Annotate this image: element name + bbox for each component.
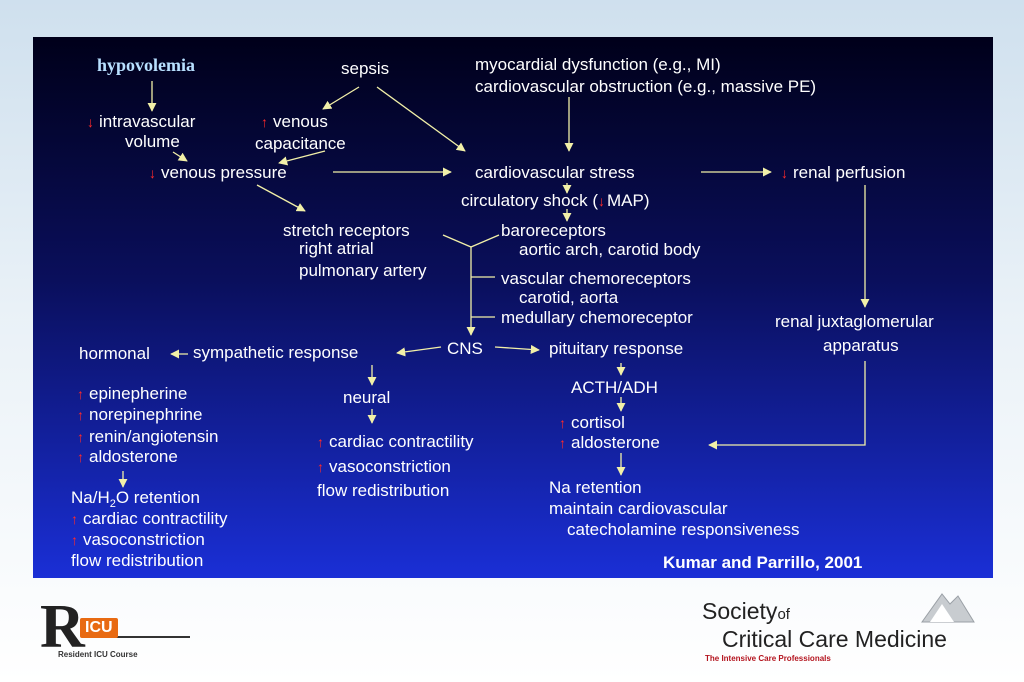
sccm-tagline: The Intensive Care Professionals <box>705 654 831 663</box>
venous-capacitance-label: ↑venous <box>261 112 328 131</box>
ricu-logo: R ICU Resident ICU Course <box>40 593 190 662</box>
arrow-intra-vp <box>172 151 188 162</box>
down-arrow-icon: ↓ <box>781 165 788 181</box>
down-arrow-icon: ↓ <box>149 165 156 181</box>
aldosterone-pituitary-label: ↑aldosterone <box>559 433 660 452</box>
na-retention-label: Na retention <box>549 478 642 497</box>
sepsis-label: sepsis <box>341 59 390 78</box>
up-arrow-icon: ↑ <box>71 532 78 548</box>
ricu-course-label: Resident ICU Course <box>58 650 138 659</box>
acth-adh-label: ACTH/ADH <box>571 378 658 397</box>
cortisol-label: ↑cortisol <box>559 413 625 432</box>
cardiac-contractility-neural-label: ↑cardiac contractility <box>317 432 474 451</box>
renal-perfusion-label: ↓renal perfusion <box>781 163 906 182</box>
carotid-aorta-label: carotid, aorta <box>519 288 619 307</box>
epinepherine-label: ↑epinepherine <box>77 384 188 403</box>
arrow-cns-pituitary <box>494 344 540 354</box>
down-arrow-icon: ↓ <box>87 114 94 130</box>
up-arrow-icon: ↑ <box>77 449 84 465</box>
up-arrow-icon: ↑ <box>261 114 268 130</box>
apparatus-label: apparatus <box>823 336 899 355</box>
vasoconstriction-neural-label: ↑vasoconstriction <box>317 457 451 476</box>
na-h2o-retention-label: Na/H2O retention <box>71 488 200 510</box>
sccm-society-label: Societyof <box>702 598 790 624</box>
intravascular-volume-label-2: volume <box>125 132 180 151</box>
arrow-jg-aldosterone <box>708 361 866 450</box>
flow-redistribution-hormonal-label: flow redistribution <box>71 551 204 570</box>
up-arrow-icon: ↑ <box>77 407 84 423</box>
maintain-cardiovascular-label: maintain cardiovascular <box>549 499 728 518</box>
up-arrow-icon: ↑ <box>77 429 84 445</box>
aldosterone-hormonal-label: ↑aldosterone <box>77 447 178 466</box>
up-arrow-icon: ↑ <box>317 459 324 475</box>
venous-pressure-label: ↓venous pressure <box>149 163 287 182</box>
up-arrow-icon: ↑ <box>559 435 566 451</box>
citation: Kumar and Parrillo, 2001 <box>663 553 863 572</box>
right-atrial-label: right atrial <box>299 239 374 258</box>
sympathetic-response-label: sympathetic response <box>193 343 359 362</box>
sccm-logo: Societyof Critical Care Medicine The Int… <box>702 590 992 670</box>
flow-arrows <box>118 81 870 488</box>
sccm-mountain-icon <box>921 593 975 623</box>
arrow-cns-sympathetic <box>396 346 442 357</box>
aortic-arch-label: aortic arch, carotid body <box>519 240 701 259</box>
neural-label: neural <box>343 388 391 407</box>
up-arrow-icon: ↑ <box>71 511 78 527</box>
up-arrow-icon: ↑ <box>559 415 566 431</box>
up-arrow-icon: ↑ <box>77 386 84 402</box>
catecholamine-responsiveness-label: catecholamine responsiveness <box>567 520 800 539</box>
cardiovascular-obstruction-label: cardiovascular obstruction (e.g., massiv… <box>475 77 817 96</box>
sccm-name-label: Critical Care Medicine <box>722 626 947 652</box>
arrow-sepsis-cvstress <box>376 86 466 152</box>
circulatory-shock-label: circulatory shock (↓MAP) <box>461 191 650 210</box>
cardiovascular-stress-label: cardiovascular stress <box>475 163 635 182</box>
arrow-sepsis-venous <box>322 86 360 110</box>
arrow-vp-stretch <box>256 184 306 212</box>
intravascular-volume-label: ↓intravascular <box>87 112 196 131</box>
vasoconstriction-hormonal-label: ↑vasoconstriction <box>71 530 205 549</box>
baroreceptors-label: baroreceptors <box>501 221 606 240</box>
bracket-baro <box>470 234 500 248</box>
bracket-stretch <box>442 234 472 248</box>
heartbeat-line-icon <box>104 636 190 638</box>
cardiac-contractility-hormonal-label: ↑cardiac contractility <box>71 509 228 528</box>
arrow-cap-vp <box>278 150 326 166</box>
norepinephrine-label: ↑norepinephrine <box>77 405 203 424</box>
hypovolemia-label: hypovolemia <box>97 55 196 75</box>
pituitary-response-label: pituitary response <box>549 339 684 358</box>
renal-juxtaglomerular-label: renal juxtaglomerular <box>775 312 934 331</box>
pulmonary-artery-label: pulmonary artery <box>299 261 427 280</box>
cns-label: CNS <box>447 339 483 358</box>
vascular-chemoreceptors-label: vascular chemoreceptors <box>501 269 691 288</box>
stretch-receptors-label: stretch receptors <box>283 221 410 240</box>
up-arrow-icon: ↑ <box>317 434 324 450</box>
renin-angiotensin-label: ↑renin/angiotensin <box>77 427 219 446</box>
down-arrow-icon: ↓ <box>597 193 605 209</box>
venous-capacitance-label-2: capacitance <box>255 134 346 153</box>
diagram-slide: hypovolemia sepsis myocardial dysfunctio… <box>33 37 993 578</box>
hormonal-label: hormonal <box>79 344 150 363</box>
medullary-chemoreceptor-label: medullary chemoreceptor <box>501 308 693 327</box>
flow-redistribution-neural-label: flow redistribution <box>317 481 450 500</box>
myocardial-dysfunction-label: myocardial dysfunction (e.g., MI) <box>475 55 721 74</box>
